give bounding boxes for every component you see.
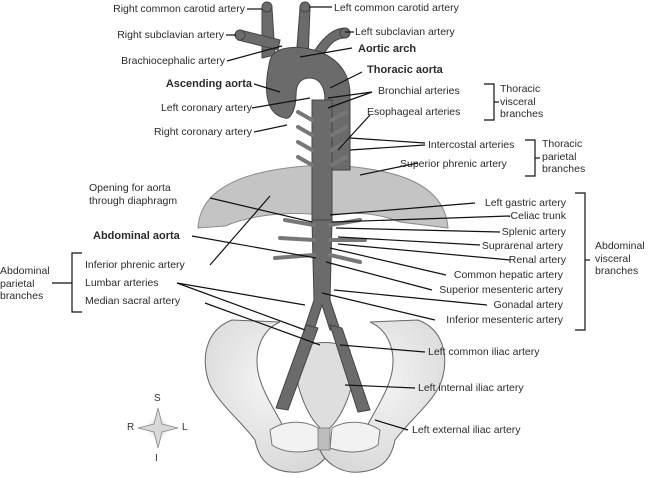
- label-left-coronary: Left coronary artery: [160, 102, 252, 114]
- label-lumbar: Lumbar arteries: [85, 277, 159, 289]
- label-left-subclavian: Left subclavian artery: [355, 26, 455, 38]
- pelvis: [204, 319, 446, 473]
- label-superior-mesenteric: Superior mesenteric artery: [439, 284, 563, 296]
- label-right-subclavian: Right subclavian artery: [117, 29, 224, 41]
- label-left-internal-iliac: Left internal iliac artery: [418, 382, 524, 394]
- label-thoracic-aorta: Thoracic aorta: [367, 64, 443, 76]
- compass-inferior: I: [155, 453, 158, 464]
- label-left-external-iliac: Left external iliac artery: [412, 424, 521, 436]
- label-brachiocephalic: Brachiocephalic artery: [121, 55, 225, 67]
- group-abdominal-visceral: Abdominal visceral branches: [595, 240, 645, 277]
- label-left-common-carotid: Left common carotid artery: [334, 2, 459, 14]
- label-gonadal: Gonadal artery: [493, 299, 563, 311]
- label-left-gastric: Left gastric artery: [484, 197, 566, 209]
- label-ascending-aorta: Ascending aorta: [165, 78, 252, 90]
- label-suprarenal: Suprarenal artery: [481, 240, 563, 252]
- compass-superior: S: [154, 393, 161, 404]
- label-esophageal: Esophageal arteries: [367, 106, 461, 118]
- label-median-sacral: Median sacral artery: [85, 295, 181, 307]
- label-superior-phrenic: Superior phrenic artery: [400, 158, 507, 170]
- label-inferior-phrenic: Inferior phrenic artery: [85, 259, 185, 271]
- label-bronchial: Bronchial arteries: [378, 85, 460, 97]
- label-splenic: Splenic artery: [501, 226, 566, 238]
- compass-rose: [137, 407, 179, 449]
- label-intercostal: Intercostal arteries: [428, 139, 515, 151]
- label-celiac-trunk: Celiac trunk: [510, 210, 566, 222]
- label-abdominal-aorta: Abdominal aorta: [93, 230, 180, 242]
- label-aortic-arch: Aortic arch: [358, 43, 417, 55]
- compass-left: L: [182, 422, 188, 433]
- label-opening-diaphragm: Opening for aorta through diaphragm: [89, 182, 178, 207]
- group-abdominal-parietal: Abdominal parietal branches: [0, 265, 50, 302]
- label-right-coronary: Right coronary artery: [153, 126, 252, 138]
- group-thoracic-parietal: Thoracic parietal branches: [542, 138, 586, 175]
- compass-right: R: [127, 422, 135, 433]
- label-right-common-carotid: Right common carotid artery: [113, 3, 245, 15]
- label-left-common-iliac: Left common iliac artery: [428, 346, 540, 358]
- group-thoracic-visceral: Thoracic visceral branches: [500, 83, 544, 120]
- leader-lines: [52, 6, 590, 431]
- aorta: [237, 7, 371, 413]
- label-inferior-mesenteric: Inferior mesenteric artery: [446, 314, 563, 326]
- label-common-hepatic: Common hepatic artery: [453, 269, 563, 281]
- label-renal: Renal artery: [508, 254, 566, 266]
